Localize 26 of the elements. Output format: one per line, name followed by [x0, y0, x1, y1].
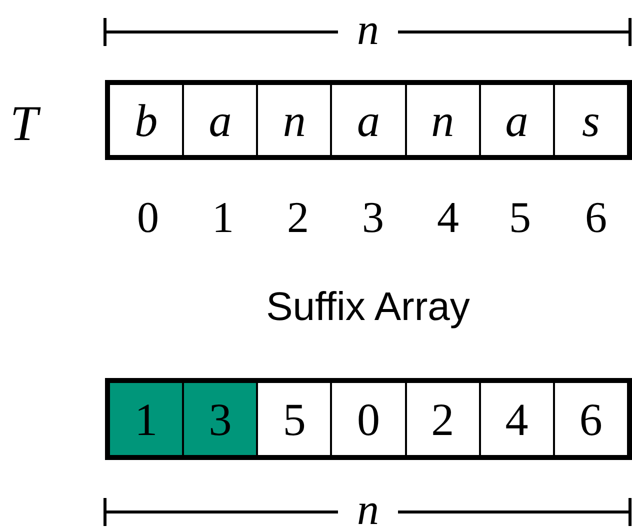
- array-cell: 2: [404, 383, 479, 455]
- array-cell: 0: [330, 383, 405, 455]
- array-cell: n: [256, 85, 330, 155]
- index-number: 4: [437, 196, 459, 240]
- index-number: 3: [362, 196, 384, 240]
- array-cell: 6: [552, 383, 627, 455]
- dimension-label: n: [357, 8, 379, 52]
- array-cell: 3: [182, 383, 256, 455]
- index-number: 5: [509, 196, 531, 240]
- dimension-label: n: [357, 488, 379, 532]
- array-cell: a: [478, 85, 553, 155]
- array-cell: b: [110, 85, 182, 155]
- array-cell: a: [182, 85, 256, 155]
- array-cell: s: [552, 85, 627, 155]
- index-number: 0: [137, 196, 159, 240]
- array-cell: 4: [478, 383, 553, 455]
- index-number: 1: [212, 196, 234, 240]
- index-number: 2: [287, 196, 309, 240]
- array-cell: 1: [110, 383, 182, 455]
- array-cell: a: [330, 85, 405, 155]
- array-box: [105, 80, 632, 160]
- array-cell: 5: [256, 383, 330, 455]
- array-box: [105, 378, 632, 460]
- array-cell: n: [404, 85, 479, 155]
- section-title: Suffix Array: [266, 287, 470, 327]
- index-number: 6: [585, 196, 607, 240]
